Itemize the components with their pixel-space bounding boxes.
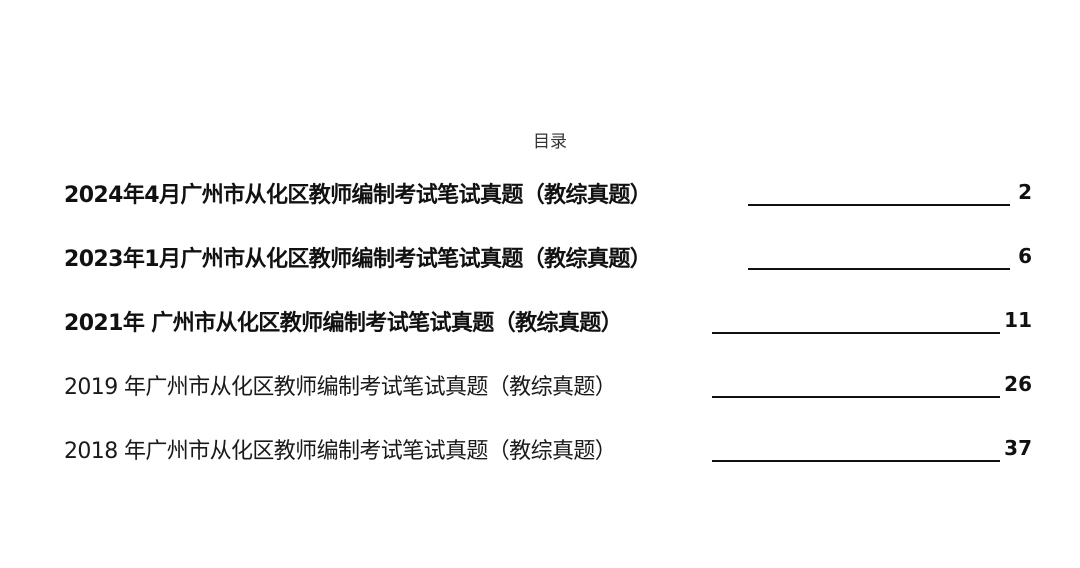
toc-entry[interactable]: 2024年4月广州市从化区教师编制考试笔试真题（教综真题） (64, 176, 652, 210)
toc-entry-title: 2021年 广州市从化区教师编制考试笔试真题（教综真题） (64, 311, 623, 336)
toc-leader-line (712, 460, 1000, 462)
toc-page-number: 26 (1004, 372, 1032, 396)
toc-leader-line (712, 396, 1000, 398)
toc-entry[interactable]: 2018 年广州市从化区教师编制考试笔试真题（教综真题） (64, 432, 617, 466)
toc-title: 目录 (533, 132, 567, 152)
toc-entry-title: 2018 年广州市从化区教师编制考试笔试真题（教综真题） (64, 439, 617, 464)
toc-entry[interactable]: 2021年 广州市从化区教师编制考试笔试真题（教综真题） (64, 304, 623, 338)
toc-page-number: 6 (1018, 244, 1032, 268)
toc-entry-title: 2024年4月广州市从化区教师编制考试笔试真题（教综真题） (64, 183, 652, 208)
toc-page-number: 2 (1018, 180, 1032, 204)
toc-page-number: 37 (1004, 436, 1032, 460)
toc-leader-line (748, 204, 1010, 206)
toc-leader-line (748, 268, 1010, 270)
toc-page-number: 11 (1004, 308, 1032, 332)
toc-entry[interactable]: 2019 年广州市从化区教师编制考试笔试真题（教综真题） (64, 368, 617, 402)
toc-entry-title: 2019 年广州市从化区教师编制考试笔试真题（教综真题） (64, 375, 617, 400)
toc-entry[interactable]: 2023年1月广州市从化区教师编制考试笔试真题（教综真题） (64, 240, 652, 274)
toc-leader-line (712, 332, 1000, 334)
toc-entry-title: 2023年1月广州市从化区教师编制考试笔试真题（教综真题） (64, 247, 652, 272)
